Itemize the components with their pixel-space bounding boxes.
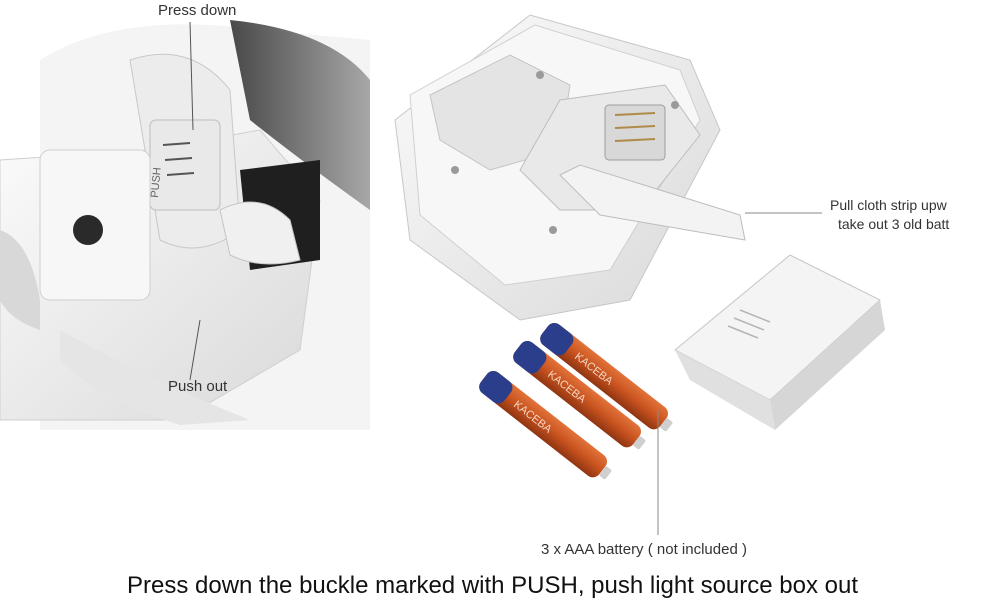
push-out-label: Push out <box>168 378 227 395</box>
pull-strip-label-line1: Pull cloth strip upw <box>830 197 947 213</box>
press-down-label: Press down <box>158 2 236 19</box>
battery-cover <box>675 255 885 430</box>
lamp-closeup: PUSH <box>0 20 370 430</box>
battery-note-label: 3 x AAA battery ( not included ) <box>541 541 747 558</box>
screw-hole <box>73 215 103 245</box>
battery-compartment <box>395 15 822 320</box>
batteries: KACEBA KACEBA KACEBA <box>476 320 678 535</box>
instruction-caption: Press down the buckle marked with PUSH, … <box>0 572 985 600</box>
pull-strip-label-line2: take out 3 old batt <box>838 216 949 232</box>
